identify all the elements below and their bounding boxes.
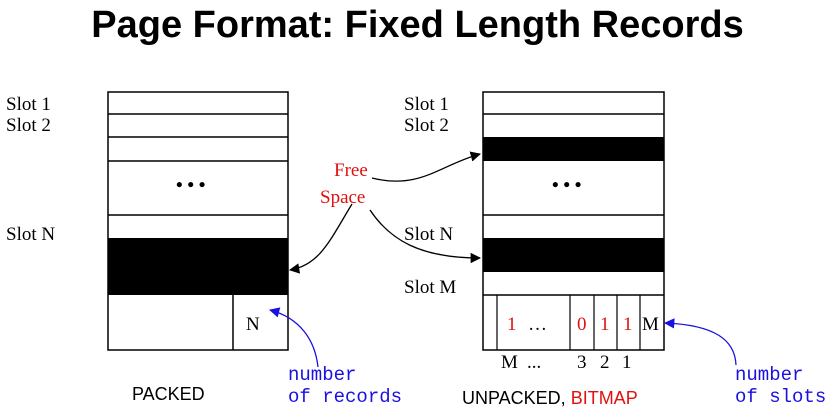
unpacked-note-line2: of slots — [735, 386, 827, 408]
free-space-label-line1: Free — [334, 160, 368, 181]
unpacked-free-slot-1 — [483, 137, 664, 161]
unpacked-caption-prefix: UNPACKED, — [462, 388, 571, 408]
bitmap-cell: 1 — [600, 314, 610, 335]
packed-page — [107, 91, 289, 351]
free-space-arrows — [288, 151, 482, 274]
unpacked-page — [482, 91, 665, 351]
bitmap-cell: 1 — [623, 314, 633, 335]
page-title: Page Format: Fixed Length Records — [91, 4, 744, 46]
bitmap-index-label: ... — [527, 352, 542, 373]
unpacked-note-line1: number — [735, 364, 804, 386]
note-arrows — [268, 307, 737, 368]
bitmap-index-label: 1 — [622, 352, 632, 373]
bitmap-index-label: M — [501, 352, 518, 373]
free-space-label-line2: Space — [320, 187, 366, 208]
packed-free-space-block — [108, 238, 288, 295]
unpacked-slot-n-label: Slot N — [404, 224, 454, 245]
packed-slot-2-label: Slot 2 — [6, 115, 51, 136]
packed-slot-1-label: Slot 1 — [6, 94, 51, 115]
unpacked-caption-highlight: BITMAP — [570, 388, 638, 408]
packed-note-line1: number — [288, 364, 357, 386]
unpacked-slot-1-label: Slot 1 — [404, 94, 449, 115]
bitmap-cell: … — [528, 314, 547, 335]
unpacked-slot-m-label: Slot M — [404, 277, 457, 298]
bitmap-cell: 1 — [507, 314, 517, 335]
packed-ellipsis: • • • — [176, 175, 206, 196]
packed-caption: PACKED — [132, 384, 205, 404]
unpacked-ellipsis: • • • — [552, 175, 582, 196]
packed-note-line2: of records — [288, 386, 403, 408]
bitmap-cell: 0 — [577, 314, 587, 335]
bitmap-cell: M — [642, 314, 659, 335]
unpacked-slot-2-label: Slot 2 — [404, 115, 449, 136]
packed-slot-n-label: Slot N — [6, 224, 56, 245]
bitmap-index-label: 3 — [577, 352, 587, 373]
bitmap-index-label: 2 — [600, 352, 610, 373]
packed-record-count: N — [246, 314, 260, 335]
unpacked-free-slot-2 — [483, 238, 664, 272]
unpacked-caption: UNPACKED, BITMAP — [462, 388, 638, 409]
